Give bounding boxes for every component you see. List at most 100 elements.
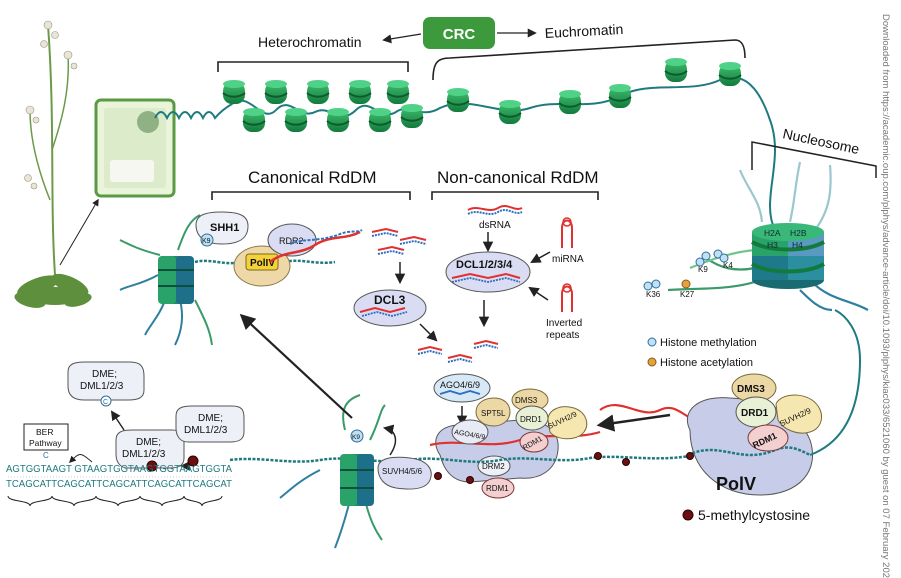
polv-label: PolV	[716, 474, 756, 494]
crc-to-heterochromatin-arrow	[382, 33, 422, 44]
mirna-arrow	[530, 251, 551, 264]
ago-protein: AGO4/6/9	[433, 373, 491, 403]
dme2-methyl	[146, 460, 158, 472]
histone-acetylation-label: Histone acetylation	[660, 357, 753, 369]
dme2-line2: DML1/2/3	[122, 449, 166, 460]
heterochromatin-nucleosome	[348, 80, 372, 104]
methylcytosine-mark	[466, 476, 474, 484]
heterochromatin-nucleosome	[306, 80, 330, 104]
ber-arrow	[69, 454, 93, 463]
k27-label: K27	[680, 290, 695, 299]
euchromatin-nucleosome	[446, 88, 470, 112]
repeats-label: repeats	[546, 330, 579, 341]
heterochromatin-bracket	[217, 61, 409, 72]
inverted-repeats-hairpin: Inverted repeats	[546, 283, 582, 341]
euchromatin-nucleosome	[664, 58, 688, 82]
methylcytosine-label: 5-methylcystosine	[698, 507, 810, 523]
complex-drd1-label: DRD1	[520, 415, 542, 424]
euchromatin-label: Euchromatin	[544, 21, 623, 41]
noncanonical-rddm-title: Non-canonical RdDM	[437, 168, 599, 187]
dme3-line2: DML1/2/3	[184, 425, 228, 436]
heterochromatin-label: Heterochromatin	[258, 34, 362, 50]
complex-spt5l-label: SPT5L	[481, 409, 506, 418]
h4-label: H4	[792, 240, 803, 250]
heterochromatin-nucleosome	[368, 108, 392, 132]
heterochromatin-nucleosomes	[222, 80, 424, 132]
ber-line2: Pathway	[29, 438, 62, 448]
ber-line1: BER	[36, 427, 53, 437]
dsrna-label: dsRNA	[479, 220, 511, 231]
lower-k9-mark	[350, 429, 364, 443]
inverted-label: Inverted	[546, 318, 582, 329]
suvh456-label: SUVH4/5/6	[382, 467, 423, 476]
heterochromatin-nucleosome	[386, 80, 410, 104]
dme-box-3: DME; DML1/2/3	[175, 405, 245, 443]
chromatin-fiber	[154, 103, 233, 121]
polv-complex: DMS3 DRD1 SUVH2/9 RDM1 PolV	[599, 373, 822, 496]
polv-drd1-label: DRD1	[741, 408, 769, 419]
crc-label: CRC	[443, 26, 476, 43]
shh1-label: SHH1	[210, 222, 239, 234]
poliv-protein: PolIV	[233, 245, 291, 287]
dsrna: dsRNA	[467, 205, 523, 231]
canonical-rddm-title: Canonical RdDM	[248, 168, 377, 187]
dna-top-strand: AGTGGTAAGT GTAAGTGGTAAGTGGTAAGTGGTA	[6, 463, 232, 475]
nucleosome-bracket	[751, 141, 877, 178]
rdr2-label: RDR2	[279, 236, 304, 246]
mirna-label: miRNA	[552, 254, 584, 265]
polv-to-complex-arrow	[596, 413, 671, 432]
euchromatin-nucleosome	[608, 84, 632, 108]
legend: Histone methylation Histone acetylation …	[647, 337, 810, 523]
methylcytosine-mark	[434, 472, 442, 480]
ber-pathway-box: BER Pathway C	[23, 423, 69, 460]
histone-methylation-swatch	[647, 337, 657, 347]
complex-rdm1b-label: RDM1	[486, 484, 509, 493]
ago-label: AGO4/6/9	[440, 380, 480, 390]
methylcytosine-mark	[594, 452, 602, 460]
histone-octamer: H2A H2B H3 H4	[751, 223, 825, 289]
canonical-small-rnas	[371, 227, 427, 255]
suvh456-protein: SUVH4/5/6	[377, 456, 432, 490]
dme3-methyl	[187, 455, 199, 467]
heterochromatin-nucleosome	[242, 108, 266, 132]
dcl3-protein: DCL3	[353, 289, 427, 327]
dme2-line1: DME;	[136, 437, 161, 448]
noncanonical-bracket	[431, 191, 599, 200]
euchromatin-nucleosomes	[446, 58, 742, 124]
sirna-duplexes	[417, 339, 499, 363]
lower-nucleosome	[279, 394, 386, 549]
canonical-bracket	[211, 191, 411, 200]
methylcytosine-mark	[686, 452, 694, 460]
methylcytosine-swatch	[682, 509, 694, 521]
polv-dms3-label: DMS3	[737, 384, 765, 395]
plant-cell-illustration	[94, 98, 176, 198]
rdr2-protein: RDR2	[267, 223, 317, 257]
histone-acetylation-swatch	[647, 357, 657, 367]
methylcytosine-mark	[622, 458, 630, 466]
heterochromatin-nucleosome	[222, 80, 246, 104]
canonical-histone-core	[158, 256, 194, 304]
poliv-label: PolIV	[250, 258, 275, 269]
heterochromatin-nucleosome	[400, 104, 424, 128]
suvh-feedback-arrow	[382, 424, 397, 456]
polv-dna-to-nucleosome	[809, 309, 862, 456]
heterochromatin-nucleosome	[284, 108, 308, 132]
dme2-to-dme1-arrow	[110, 410, 125, 431]
k36-label: K36	[646, 290, 661, 299]
dme1-line2: DML1/2/3	[80, 381, 124, 392]
euchromatin-nucleosome	[558, 90, 582, 114]
complex-drm3-label: DMS3	[515, 396, 538, 405]
rddm-effector-complex: AGO4/6/9 SPT5L DMS3 DRD1 SUVH2/9 RDM1 DR…	[429, 388, 601, 499]
canonical-rna-duplex	[269, 229, 363, 264]
heterochromatin-nucleosome	[326, 108, 350, 132]
dcl3-label: DCL3	[374, 293, 406, 307]
dme-box-2: DME; DML1/2/3	[115, 429, 185, 472]
histone-tails	[667, 161, 869, 312]
dna-bottom-strand: TCAGCATTCAGCATTCAGCATTCAGCATTCAGCAT	[6, 478, 233, 490]
dme1-c: C	[103, 399, 108, 406]
dme-box-1: DME; DML1/2/3 C	[67, 361, 145, 407]
k9-label: K9	[698, 265, 708, 274]
back-to-canonical-arrow	[239, 313, 353, 419]
dcl-label: DCL1/2/3/4	[456, 259, 513, 271]
complex-drm2-label: DRM2	[482, 462, 505, 471]
